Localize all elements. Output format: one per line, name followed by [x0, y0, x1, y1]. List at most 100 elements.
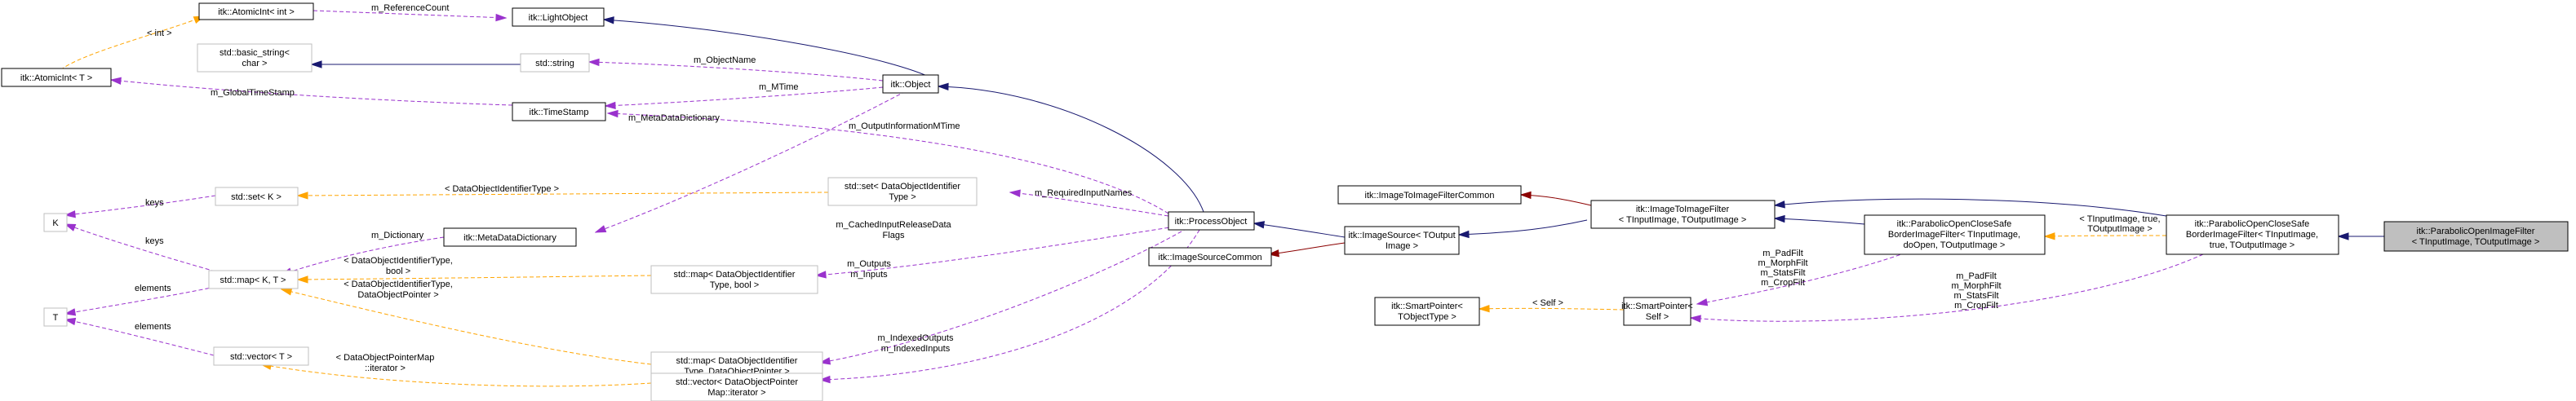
node-i2i-common[interactable]: itk::ImageToImageFilterCommon	[1337, 185, 1522, 205]
node-metadatadict[interactable]: itk::MetaDataDictionary	[443, 227, 577, 247]
edge-processobject-to-map-bool	[816, 226, 1176, 275]
svg-text:itk::LightObject: itk::LightObject	[529, 13, 588, 23]
edge-label-mtime: m_MTime	[759, 82, 798, 92]
edge-label-ptrmap-iter: < DataObjectPointerMap::iterator >	[336, 353, 435, 373]
svg-text:std::map< DataObjectIdentifier: std::map< DataObjectIdentifierType, bool…	[674, 270, 796, 290]
edge-object-to-timestamp	[605, 86, 884, 106]
edge-map-kt-to-k	[65, 224, 216, 272]
edge-processobject-to-vector-map	[820, 229, 1200, 380]
edge-label-elements1: elements	[135, 284, 171, 293]
node-set-k[interactable]: std::set< K >	[215, 187, 299, 206]
svg-text:std::set< K >: std::set< K >	[231, 192, 282, 202]
edge-label-globaltimestamp: m_GlobalTimeStamp	[211, 88, 295, 98]
node-timestamp[interactable]: itk::TimeStamp	[512, 102, 606, 121]
edge-label-keys2: keys	[145, 236, 164, 246]
edge-i2i-filter-to-i2i-common	[1521, 195, 1592, 206]
edge-label-outputinfomtime: m_OutputInformationMTime	[849, 121, 960, 131]
node-string[interactable]: std::string	[520, 53, 590, 73]
svg-text:itk::ImageSource< TOutputImage: itk::ImageSource< TOutputImage >	[1348, 231, 1455, 251]
node-smartptr-obj[interactable]: itk::SmartPointer<TObjectType >	[1374, 297, 1480, 326]
edge-processobject-to-map-ptr	[820, 227, 1188, 363]
svg-text:itk::SmartPointer<Self >: itk::SmartPointer<Self >	[1621, 302, 1693, 322]
svg-text:std::set< DataObjectIdentifier: std::set< DataObjectIdentifierType >	[845, 182, 960, 202]
edge-border-filter-to-i2i-filter	[1775, 218, 1865, 225]
edge-object-to-lightobject	[604, 20, 939, 82]
edge-label-objectname: m_ObjectName	[694, 55, 756, 65]
edge-layer	[60, 10, 2384, 387]
node-object[interactable]: itk::Object	[882, 74, 939, 94]
svg-text:itk::AtomicInt< int >: itk::AtomicInt< int >	[218, 7, 295, 17]
edge-label-int: < int >	[147, 29, 172, 38]
edge-atomicint-int-to-lightobject	[313, 10, 506, 18]
edge-processobject-to-object	[938, 86, 1204, 213]
svg-text:itk::AtomicInt< T >: itk::AtomicInt< T >	[20, 73, 92, 83]
node-open-filter[interactable]: itk::ParabolicOpenImageFilter< TInputIma…	[2383, 221, 2569, 252]
edge-label-tinput-true: < TInputImage, true,TOutputImage >	[2079, 214, 2160, 234]
edge-object-to-string	[589, 62, 884, 82]
edge-processobject-to-set-dataobj	[1010, 192, 1169, 217]
edge-label-metadatadictionary: m_MetaDataDictionary	[628, 113, 720, 123]
node-map-kt[interactable]: std::map< K, T >	[208, 270, 299, 289]
node-lightobject[interactable]: itk::LightObject	[512, 7, 605, 27]
edge-label-layer: m_ReferenceCount < int > m_ObjectName m_…	[135, 3, 2161, 373]
edge-label-dataobjid-bool: < DataObjectIdentifierType,bool >	[344, 256, 453, 276]
edge-smartptr-self-to-safe-filter	[1691, 253, 2204, 321]
svg-text:std::vector< DataObjectPointer: std::vector< DataObjectPointerMap::itera…	[676, 377, 798, 398]
svg-text:std::vector< T >: std::vector< T >	[230, 352, 292, 362]
edge-smartptr-self-to-border-filter	[1697, 252, 1907, 304]
edge-set-k-to-k	[65, 195, 216, 215]
svg-text:std::basic_string<char >: std::basic_string<char >	[219, 48, 290, 68]
svg-text:std::string: std::string	[535, 59, 574, 68]
node-imagesourcecommon[interactable]: itk::ImageSourceCommon	[1148, 247, 1272, 267]
edge-imagesource-to-imagesourcecommon	[1269, 242, 1346, 254]
edge-imagesource-to-processobject	[1254, 223, 1346, 238]
edge-safe-filter-to-i2i-filter	[1775, 198, 2167, 217]
edge-label-self: < Self >	[1532, 298, 1563, 308]
edge-processobject-to-timestamp	[608, 113, 1169, 214]
edge-label-dataobjidtype: < DataObjectIdentifierType >	[445, 184, 559, 194]
edge-i2i-filter-to-imagesource	[1459, 219, 1588, 235]
svg-text:itk::SmartPointer<TObjectType: itk::SmartPointer<TObjectType >	[1391, 302, 1463, 322]
svg-text:itk::MetaDataDictionary: itk::MetaDataDictionary	[463, 233, 556, 243]
svg-text:itk::ImageSourceCommon: itk::ImageSourceCommon	[1158, 253, 1261, 262]
edge-label-elements2: elements	[135, 322, 171, 332]
svg-text:itk::ImageToImageFilterCommon: itk::ImageToImageFilterCommon	[1365, 191, 1495, 200]
node-vector-t[interactable]: std::vector< T >	[213, 346, 309, 366]
node-i2i-filter[interactable]: itk::ImageToImageFilter< TInputImage, TO…	[1590, 200, 1776, 229]
edge-set-k-to-set-dataobj	[298, 192, 829, 196]
edge-vector-t-to-t	[65, 319, 215, 356]
svg-text:itk::ParabolicOpenImageFilter<: itk::ParabolicOpenImageFilter< TInputIma…	[2412, 227, 2540, 247]
node-processobject[interactable]: itk::ProcessObject	[1168, 211, 1255, 231]
node-smartptr-self[interactable]: itk::SmartPointer<Self >	[1621, 297, 1693, 326]
svg-text:K: K	[52, 218, 59, 228]
node-basic-string[interactable]: std::basic_string<char >	[197, 43, 313, 73]
edge-map-kt-to-t	[65, 286, 216, 314]
edge-label-refcount: m_ReferenceCount	[371, 3, 449, 13]
svg-text:std::map< K, T >: std::map< K, T >	[220, 275, 286, 285]
edge-label-dataobjid-ptr: < DataObjectIdentifierType,DataObjectPoi…	[344, 280, 453, 300]
node-t[interactable]: T	[43, 307, 68, 327]
edge-label-requiredinputnames: m_RequiredInputNames	[1035, 188, 1133, 198]
edge-atomicint-t-to-atomicint-int	[60, 16, 204, 71]
node-atomicint-t[interactable]: itk::AtomicInt< T >	[1, 68, 112, 87]
edge-map-bool-to-map-kt	[298, 275, 652, 280]
svg-text:itk::ProcessObject: itk::ProcessObject	[1175, 217, 1248, 227]
svg-text:itk::ImageToImageFilter< TInpu: itk::ImageToImageFilter< TInputImage, TO…	[1619, 205, 1747, 225]
node-k[interactable]: K	[43, 213, 68, 232]
node-atomicint-int[interactable]: itk::AtomicInt< int >	[198, 2, 314, 20]
svg-text:itk::TimeStamp: itk::TimeStamp	[530, 108, 589, 117]
